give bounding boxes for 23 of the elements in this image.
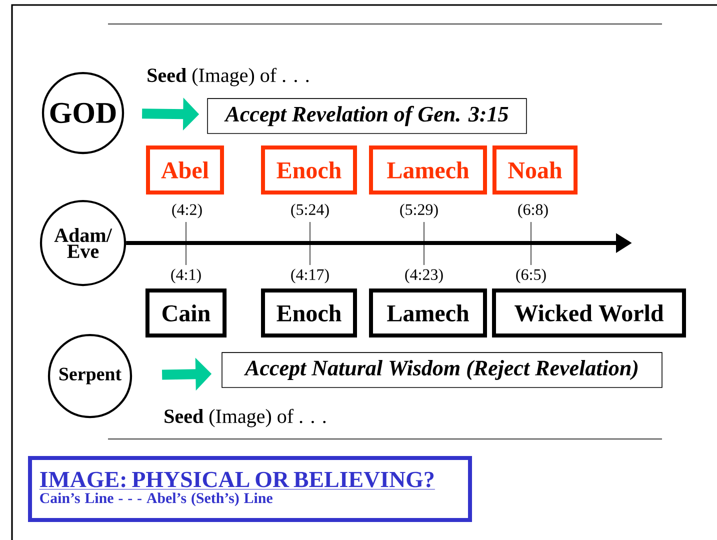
name-box: Lamech (369, 145, 487, 195)
verse-reference: (5:24) (291, 204, 329, 218)
seed-caption: Seed (Image) of . . . (148, 68, 309, 86)
circle-node: Serpent (48, 334, 132, 418)
verse-reference: (6:8) (518, 204, 548, 218)
name-box: Enoch (261, 145, 357, 195)
name-box: Enoch (261, 288, 357, 338)
verse-reference: (4:2) (172, 204, 202, 218)
name-box: Wicked World (492, 288, 686, 338)
seed-caption: Seed (Image) of . . . (164, 408, 326, 428)
verse-reference: (6:5) (516, 268, 546, 284)
statement-box: Accept Revelation of Gen. 3:15 (207, 98, 527, 134)
name-box: Lamech (369, 288, 487, 338)
circle-node: Adam/ Eve (40, 200, 126, 286)
name-box: Noah (492, 145, 578, 195)
name-box: Abel (146, 145, 224, 195)
note-box: IMAGE: PHYSICAL OR BELIEVING? Cain’s Line - - - Abel’s (Seth’s) Line (28, 456, 472, 522)
verse-reference: (4:1) (171, 268, 201, 284)
statement-box: Accept Natural Wisdom (Reject Revelation) (222, 352, 662, 388)
verse-reference: (5:29) (400, 204, 438, 218)
verse-reference: (4:17) (291, 268, 329, 284)
name-box: Cain (145, 288, 227, 338)
circle-node: GOD (42, 72, 124, 154)
